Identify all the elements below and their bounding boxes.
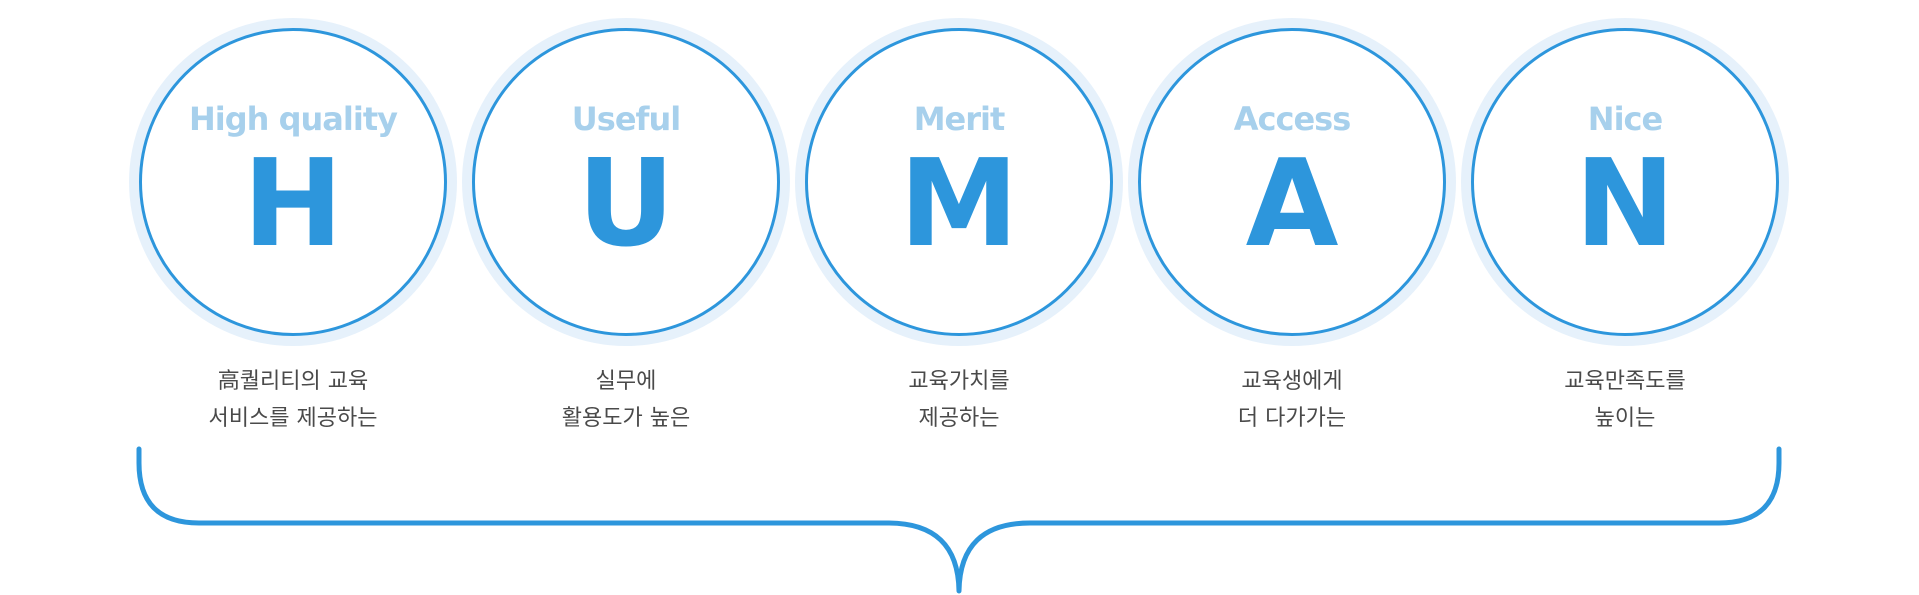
value-description-line-2: 제공하는 (918, 406, 1000, 431)
circle-ring (1138, 28, 1446, 336)
value-letter: N (1574, 135, 1676, 274)
brace-path (136, 446, 1782, 594)
value-description-line-2: 높이는 (1594, 406, 1656, 431)
value-word: Merit (913, 100, 1006, 138)
value-description: 교육생에게 더 다가가는 (1108, 363, 1476, 437)
value-item-a: Access A 교육생에게 더 다가가는 (1128, 18, 1456, 438)
value-letter: A (1245, 135, 1339, 274)
value-description: 실무에 활용도가 높은 (442, 363, 810, 437)
circle-ring (1471, 28, 1779, 336)
value-item-h: High quality H 高퀄리티의 교육 서비스를 제공하는 (129, 18, 457, 438)
circle-ring (139, 28, 447, 336)
value-description-line-1: 교육가치를 (908, 369, 1010, 394)
value-item-u: Useful U 실무에 활용도가 높은 (462, 18, 790, 438)
value-word: High quality (189, 100, 398, 138)
value-word: Access (1233, 100, 1352, 138)
human-values-row: High quality H 高퀄리티의 교육 서비스를 제공하는 Useful… (129, 18, 1789, 438)
value-description-line-1: 교육만족도를 (1564, 369, 1686, 394)
value-letter: U (577, 135, 675, 274)
value-description-line-1: 高퀄리티의 교육 (217, 369, 369, 394)
value-description-line-1: 교육생에게 (1241, 369, 1343, 394)
value-description: 高퀄리티의 교육 서비스를 제공하는 (109, 363, 477, 437)
value-description: 교육가치를 제공하는 (775, 363, 1143, 437)
value-letter: H (242, 135, 344, 274)
value-description: 교육만족도를 높이는 (1441, 363, 1809, 437)
value-description-line-2: 서비스를 제공하는 (208, 406, 378, 431)
value-word: Useful (571, 100, 681, 138)
value-item-m: Merit M 교육가치를 제공하는 (795, 18, 1123, 438)
value-description-line-2: 활용도가 높은 (561, 406, 691, 431)
circle-ring (472, 28, 780, 336)
value-description-line-2: 더 다가가는 (1237, 406, 1347, 431)
value-description-line-1: 실무에 (595, 369, 657, 394)
circle-ring (805, 28, 1113, 336)
value-item-n: Nice N 교육만족도를 높이는 (1461, 18, 1789, 438)
value-letter: M (899, 135, 1019, 274)
value-word: Nice (1587, 100, 1663, 138)
